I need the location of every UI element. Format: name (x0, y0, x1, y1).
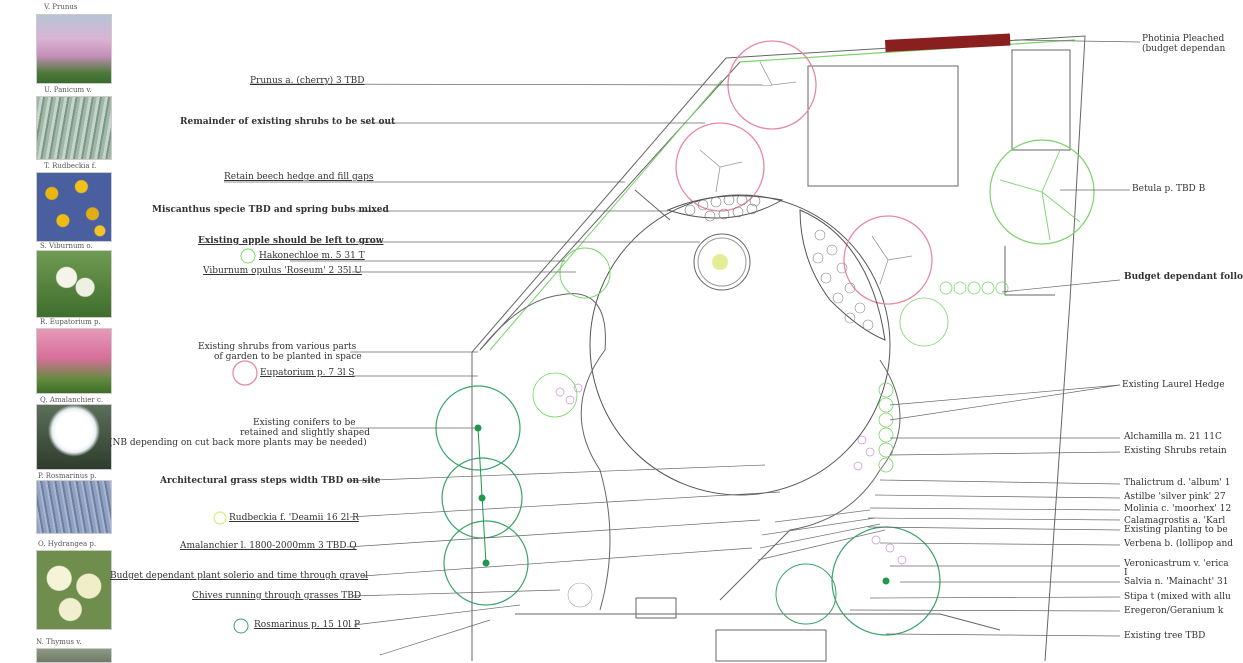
label-stipa: Stipa t (mixed with allu (1124, 592, 1231, 602)
label-hakonechloe: Hakonechloe m. 5 31 T (259, 251, 365, 261)
thumb-caption: Q. Amalanchier c. (40, 396, 104, 404)
photinia-pleached-bar (885, 33, 1011, 52)
label-veronicastrum: Veronicastrum v. 'erica (1124, 559, 1229, 569)
label-grass-steps: Architectural grass steps width TBD on s… (160, 476, 381, 486)
label-amalanchier: Amalanchier l. 1800-2000mm 3 TBD Q (180, 541, 357, 551)
viburnum-photo (36, 250, 112, 318)
label-prunus: Prunus a. (cherry) 3 TBD (250, 76, 365, 86)
laurel-hedge-circles (878, 281, 1009, 473)
label-shrubs-various-2: of garden to be planted in space (214, 352, 362, 362)
label-rudbeckia: Rudbeckia f. 'Deamii 16 2l R (229, 513, 359, 523)
label-budget-follow: Budget dependant follo (1124, 272, 1243, 282)
amalanchier-photo (36, 404, 112, 470)
label-salvia: Salvia n. 'Mainacht' 31 (1124, 577, 1229, 587)
label-existing-apple: Existing apple should be left to grow (198, 236, 384, 246)
site-boundary (471, 35, 1086, 662)
right-leader-lines (849, 39, 1141, 637)
hydrangea-photo (36, 550, 112, 630)
label-remainder-shrubs: Remainder of existing shrubs to be set o… (180, 117, 396, 127)
label-beech-hedge: Retain beech hedge and fill gaps (224, 172, 374, 182)
label-budget-plant: Budget dependant plant solerio and time … (110, 571, 369, 581)
label-conifers-3: (NB depending on cut back more plants ma… (109, 438, 367, 448)
label-veronicastrum-mark: I (1124, 568, 1128, 578)
thumb-caption: O. Hydrangea p. (38, 540, 97, 548)
garden-plan (213, 33, 1141, 662)
lawn-circle (589, 194, 891, 496)
betula-canopy (989, 139, 1095, 245)
label-alchamilla: Alchamilla m. 21 11C (1124, 432, 1222, 442)
left-leader-lines (224, 83, 781, 656)
rudbeckia-photo (36, 172, 112, 242)
label-existing-planting: Existing planting to be (1124, 525, 1228, 535)
label-eregeron: Eregeron/Geranium k (1124, 606, 1224, 616)
thumb-caption: R. Eupatorium p. (40, 318, 101, 326)
label-chives: Chives running through grasses TBD (192, 591, 362, 601)
thumb-caption: S. Viburnum o. (40, 242, 93, 250)
label-thalictrum: Thalictrum d. 'album' 1 (1124, 478, 1231, 488)
rosmarinus-photo (36, 480, 112, 534)
label-viburnum: Viburnum opulus 'Roseum' 2 35l U (203, 266, 362, 276)
thumb-caption: T. Rudbeckia f. (44, 162, 97, 170)
grass-crescent-bed (799, 209, 886, 341)
prunus-photo (36, 14, 112, 84)
label-eupatorium: Eupatorium p. 7 3l S (260, 368, 355, 378)
label-rosmarinus: Rosmarinus p. 15 10l P (254, 620, 361, 630)
grass-steps (757, 509, 886, 561)
label-photinia-2: (budget dependan (1142, 44, 1226, 54)
label-conifers-2: retained and slightly shaped (240, 428, 371, 438)
label-shrubs-various-1: Existing shrubs from various parts (198, 342, 357, 352)
panicum-photo (36, 96, 112, 160)
existing-apple (693, 233, 751, 291)
thumb-caption: V. Prunus (44, 3, 78, 11)
beech-hedge-line (739, 39, 1076, 63)
thumb-caption: P. Rosmarinus p. (38, 472, 97, 480)
label-calamagrostis: Calamagrostis a. 'Karl (1124, 516, 1226, 526)
label-verbena: Verbena b. (lollipop and (1124, 539, 1234, 549)
plant-thumbnail-column: V. Prunus U. Panicum v. T. Rudbeckia f. … (0, 0, 120, 663)
label-betula: Betula p. TBD B (1132, 184, 1206, 194)
eupatorium-photo (36, 328, 112, 394)
label-existing-tree: Existing tree TBD (1124, 631, 1206, 641)
label-miscanthus: Miscanthus specie TBD and spring bubs mi… (152, 205, 389, 215)
thumb-caption: N. Thymus v. (36, 638, 82, 646)
label-astilbe: Astilbe 'silver pink' 27 (1124, 492, 1226, 502)
thumb-caption: U. Panicum v. (44, 86, 92, 94)
label-laurel-hedge: Existing Laurel Hedge (1122, 380, 1225, 390)
label-photinia-1: Photinia Pleached (1142, 34, 1225, 44)
label-existing-shrubs-retain: Existing Shrubs retain (1124, 446, 1227, 456)
miscanthus-bed (666, 195, 784, 219)
label-molinia: Molinia c. 'moorhex' 12 (1124, 504, 1232, 514)
label-conifers-1: Existing conifers to be (253, 418, 356, 428)
viburnum-cluster (559, 247, 611, 299)
